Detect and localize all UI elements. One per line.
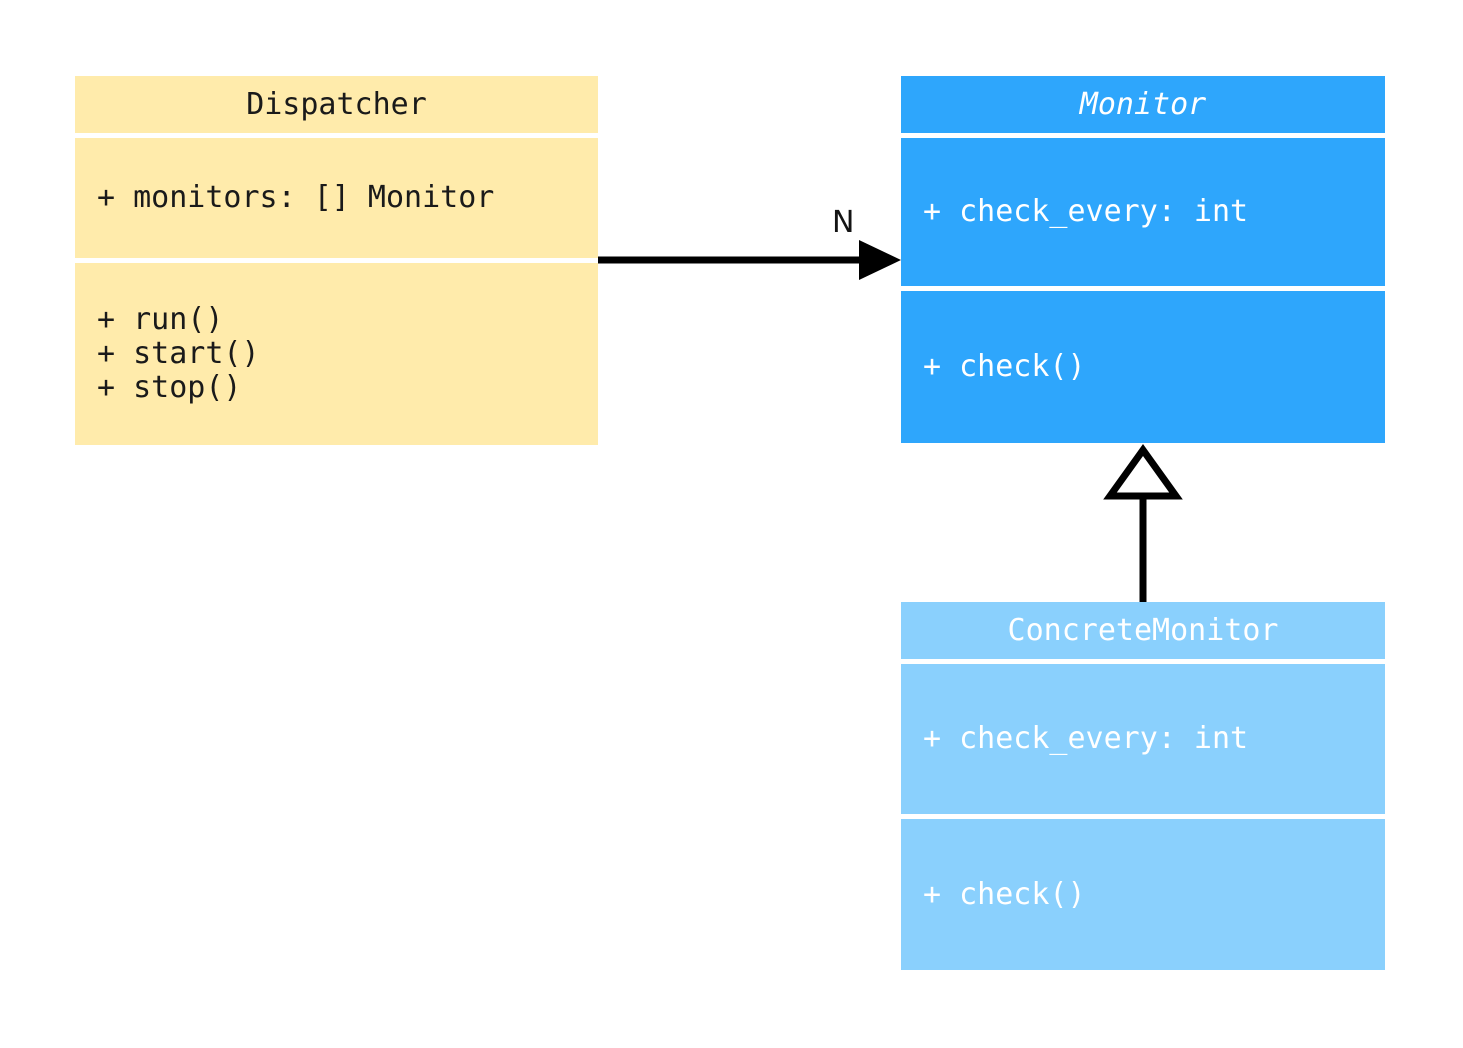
class-box-dispatcher[interactable]: Dispatcher + monitors: [] Monitor + run(… <box>75 76 598 445</box>
class-attribute: + monitors: [] Monitor <box>97 180 495 215</box>
class-attributes-concrete-monitor: + check_every: int <box>901 664 1385 814</box>
class-operation: + stop() <box>97 370 242 405</box>
class-title-concrete-monitor: ConcreteMonitor <box>901 602 1385 659</box>
class-attributes-monitor: + check_every: int <box>901 138 1385 286</box>
class-attribute: + check_every: int <box>923 194 1249 229</box>
class-attribute: + check_every: int <box>923 721 1249 756</box>
class-attributes-dispatcher: + monitors: [] Monitor <box>75 138 598 258</box>
class-operations-dispatcher: + run() + start() + stop() <box>75 263 598 445</box>
class-title-dispatcher: Dispatcher <box>75 76 598 133</box>
class-divider <box>901 286 1385 291</box>
class-operation: + run() <box>97 302 224 337</box>
association-arrowhead-filled <box>859 240 901 280</box>
association-dispatcher-to-monitor[interactable] <box>598 240 901 280</box>
class-operation: + check() <box>923 349 1086 384</box>
generalization-arrowhead-hollow-triangle <box>1103 443 1183 500</box>
class-divider <box>901 133 1385 138</box>
class-divider <box>75 133 598 138</box>
class-operation: + start() <box>97 336 260 371</box>
generalization-concrete-monitor-to-monitor[interactable] <box>1103 443 1183 602</box>
class-divider <box>901 659 1385 664</box>
class-box-concrete-monitor[interactable]: ConcreteMonitor + check_every: int + che… <box>901 602 1385 970</box>
association-multiplicity-label: N <box>832 205 855 240</box>
class-title-monitor: Monitor <box>901 76 1385 133</box>
class-box-monitor[interactable]: Monitor + check_every: int + check() <box>901 76 1385 443</box>
class-operations-monitor: + check() <box>901 291 1385 443</box>
class-operations-concrete-monitor: + check() <box>901 819 1385 970</box>
class-divider <box>901 814 1385 819</box>
class-divider <box>75 258 598 263</box>
class-operation: + check() <box>923 876 1086 912</box>
